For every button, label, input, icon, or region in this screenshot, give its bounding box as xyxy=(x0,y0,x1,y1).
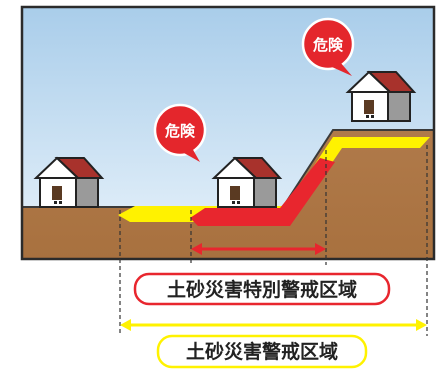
danger-badge-upper: 危険 xyxy=(301,17,355,76)
house-icon xyxy=(33,156,105,208)
warning-zone-label-box: 土砂災害警戒区域 xyxy=(156,334,368,369)
warning-zone-band xyxy=(118,137,430,222)
special-zone-arrow xyxy=(191,243,326,255)
warning-zone-arrow xyxy=(120,319,427,331)
danger-badge-label: 危険 xyxy=(313,36,344,54)
house-icon xyxy=(211,156,283,208)
special-warning-zone-band xyxy=(190,158,335,226)
warning-zone-label: 土砂災害警戒区域 xyxy=(186,340,338,363)
scene-frame xyxy=(20,5,436,261)
danger-badge-label: 危険 xyxy=(165,122,196,140)
zone-boundaries xyxy=(119,145,428,336)
special-warning-zone-label-box: 土砂災害特別警戒区域 xyxy=(133,272,391,306)
special-warning-zone-label: 土砂災害特別警戒区域 xyxy=(167,278,357,301)
danger-badge-lower: 危険 xyxy=(153,103,207,162)
house-icon xyxy=(345,70,417,122)
